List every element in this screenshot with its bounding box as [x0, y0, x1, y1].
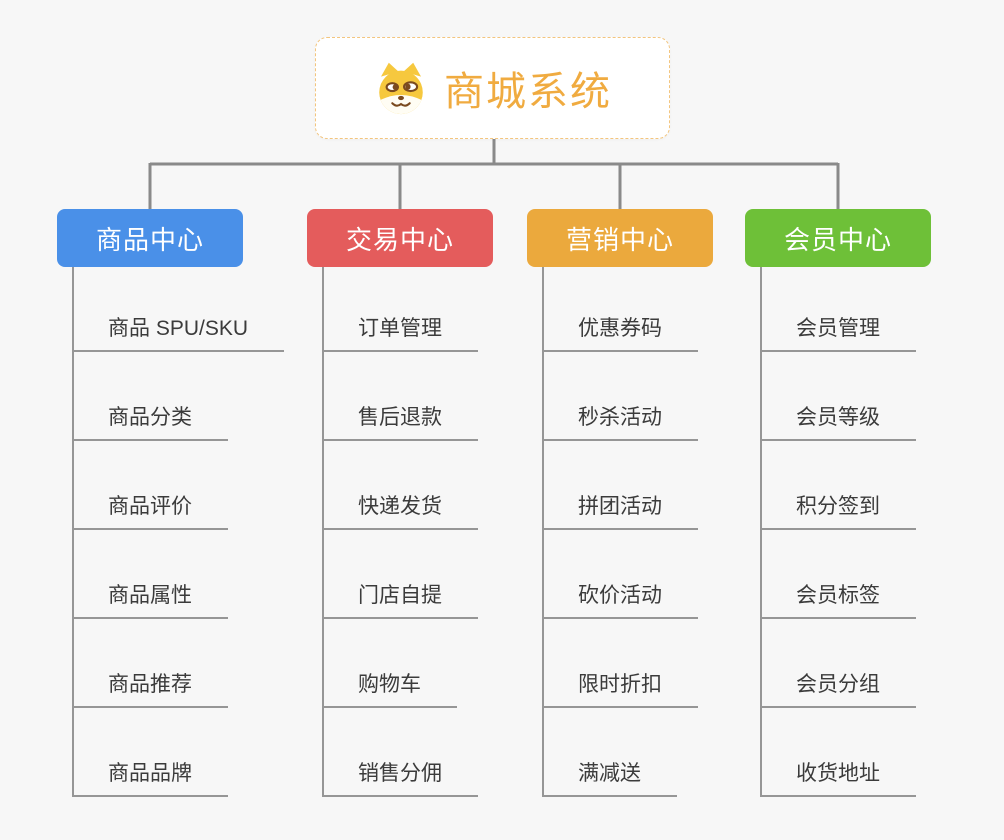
branch-trade-center: 交易中心 订单管理 售后退款 快递发货 门店自提 购物车 销售分佣 [307, 209, 493, 797]
leaf-node[interactable]: 拼团活动 [544, 441, 698, 530]
root-node-mall-system[interactable]: 商城系统 [315, 37, 670, 139]
leaf-node[interactable]: 会员分组 [762, 619, 916, 708]
branch-node-trade-center[interactable]: 交易中心 [307, 209, 493, 267]
leaf-node[interactable]: 商品 SPU/SKU [74, 267, 285, 352]
leaf-node[interactable]: 收货地址 [762, 708, 916, 797]
leaf-node[interactable]: 会员等级 [762, 352, 916, 441]
leaf-node[interactable]: 销售分佣 [324, 708, 478, 797]
leaf-node[interactable]: 快递发货 [324, 441, 478, 530]
leaf-node[interactable]: 限时折扣 [544, 619, 698, 708]
branch-children-marketing: 优惠券码 秒杀活动 拼团活动 砍价活动 限时折扣 满减送 [542, 267, 713, 797]
leaf-node[interactable]: 会员管理 [762, 267, 916, 352]
branch-children-trade: 订单管理 售后退款 快递发货 门店自提 购物车 销售分佣 [322, 267, 493, 797]
leaf-node[interactable]: 商品分类 [74, 352, 228, 441]
branch-node-marketing-center[interactable]: 营销中心 [527, 209, 713, 267]
leaf-node[interactable]: 积分签到 [762, 441, 916, 530]
leaf-node[interactable]: 秒杀活动 [544, 352, 698, 441]
branch-children-member: 会员管理 会员等级 积分签到 会员标签 会员分组 收货地址 [760, 267, 931, 797]
branch-member-center: 会员中心 会员管理 会员等级 积分签到 会员标签 会员分组 收货地址 [745, 209, 931, 797]
leaf-node[interactable]: 订单管理 [324, 267, 478, 352]
leaf-node[interactable]: 优惠券码 [544, 267, 698, 352]
leaf-node[interactable]: 砍价活动 [544, 530, 698, 619]
branch-node-product-center[interactable]: 商品中心 [57, 209, 243, 267]
leaf-node[interactable]: 商品评价 [74, 441, 228, 530]
shiba-dog-icon [379, 62, 423, 115]
branch-node-member-center[interactable]: 会员中心 [745, 209, 931, 267]
branch-marketing-center: 营销中心 优惠券码 秒杀活动 拼团活动 砍价活动 限时折扣 满减送 [527, 209, 713, 797]
leaf-node[interactable]: 商品品牌 [74, 708, 228, 797]
leaf-node[interactable]: 门店自提 [324, 530, 478, 619]
leaf-node[interactable]: 会员标签 [762, 530, 916, 619]
root-node-title: 商城系统 [444, 70, 612, 114]
branch-product-center: 商品中心 商品 SPU/SKU 商品分类 商品评价 商品属性 商品推荐 商品品牌 [57, 209, 285, 797]
leaf-node[interactable]: 购物车 [324, 619, 457, 708]
leaf-node[interactable]: 售后退款 [324, 352, 478, 441]
leaf-node[interactable]: 商品推荐 [74, 619, 228, 708]
leaf-node[interactable]: 商品属性 [74, 530, 228, 619]
branch-children-product: 商品 SPU/SKU 商品分类 商品评价 商品属性 商品推荐 商品品牌 [72, 267, 285, 797]
leaf-node[interactable]: 满减送 [544, 708, 677, 797]
